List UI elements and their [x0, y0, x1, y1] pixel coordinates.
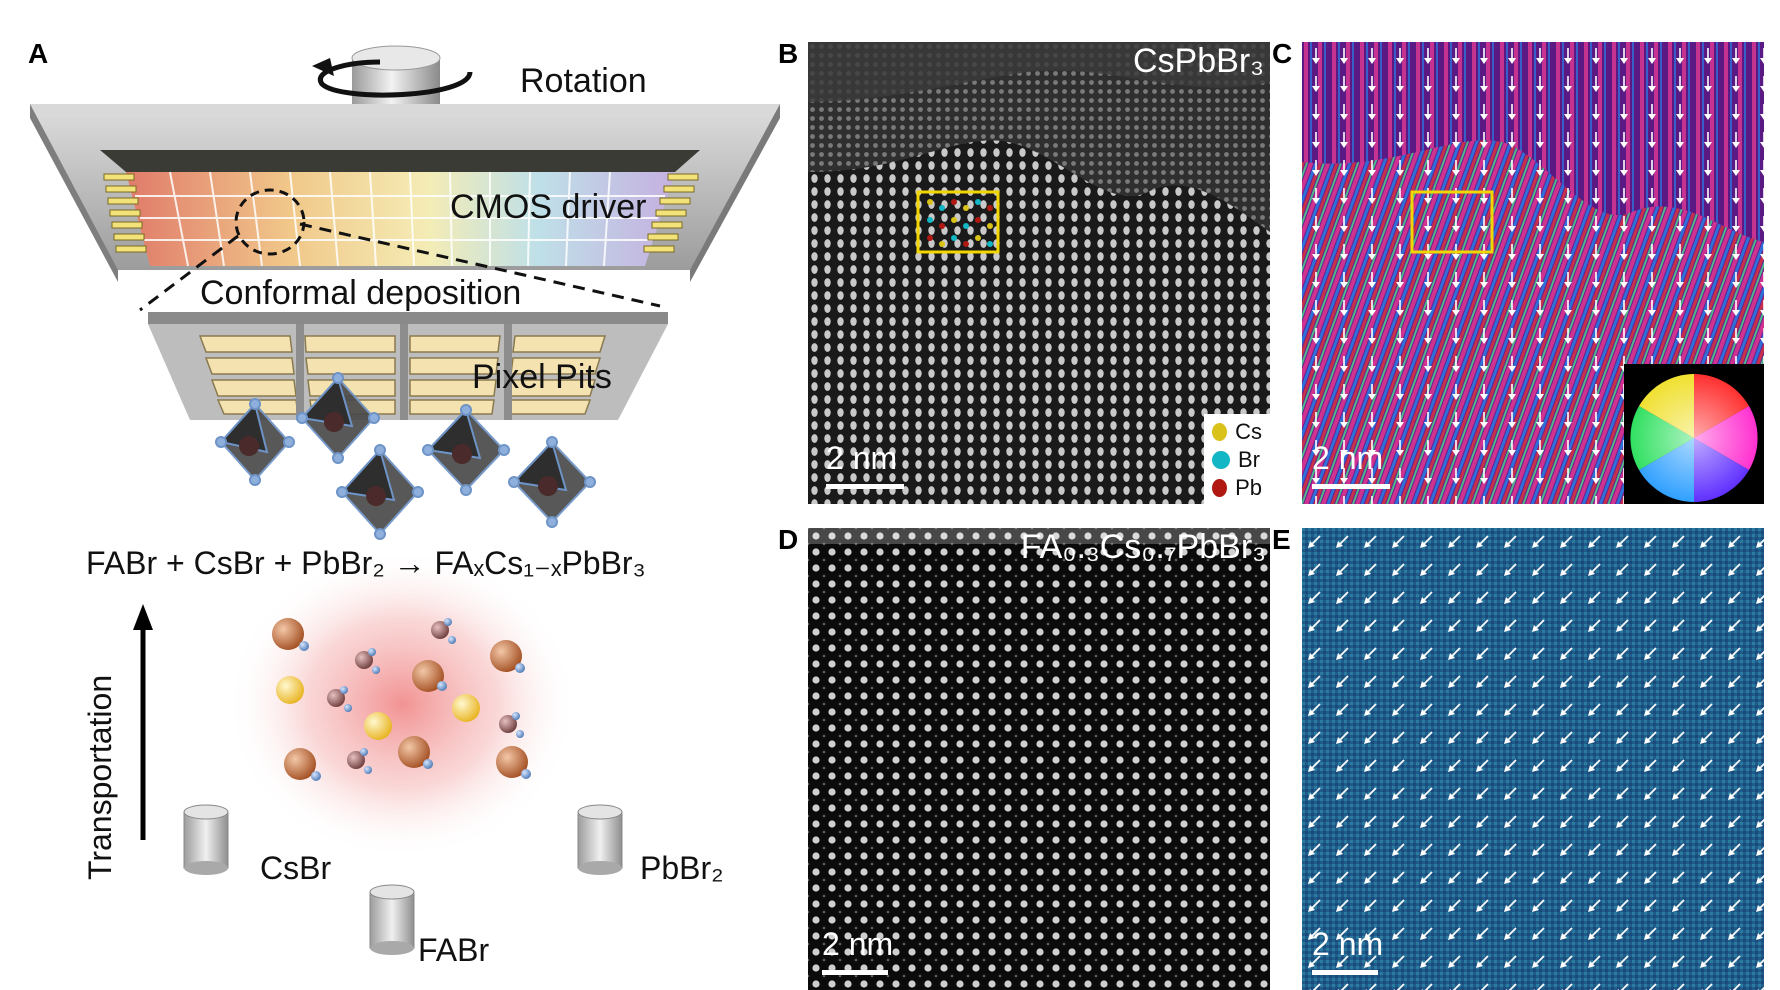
- stem-image-cspbbr3: CsPbBr₃ 2 nm Cs Br Pb: [808, 42, 1270, 504]
- legend-item-pb: Pb: [1212, 474, 1262, 502]
- legend-swatch-cs: [1212, 423, 1228, 441]
- panel-d-scale-label: 2 nm: [822, 926, 894, 962]
- polarization-map-fa-cs-pbbr3: 2 nm: [1302, 528, 1764, 990]
- pixel-pits-plate: [148, 312, 668, 420]
- panel-d-title: FA₀.₃Cs₀.₇PbBr₃: [1020, 528, 1266, 566]
- reaction-equation: FABr + CsBr + PbBr₂ → FAₓCs₁₋ₓPbBr₃: [86, 545, 646, 581]
- panel-b-scale-label: 2 nm: [826, 440, 898, 476]
- source-csbr-label: CsBr: [260, 850, 332, 886]
- panel-d-scalebar: 2 nm: [822, 926, 912, 978]
- panel-c-scale-label: 2 nm: [1312, 440, 1384, 476]
- panel-b-title: CsPbBr₃: [1133, 42, 1264, 80]
- panel-e-scalebar: 2 nm: [1312, 926, 1402, 978]
- scale-bar-line: [1312, 970, 1378, 975]
- color-wheel-icon: [1624, 364, 1764, 504]
- panel-b-label: B: [778, 38, 799, 69]
- panel-d-label: D: [778, 524, 799, 555]
- source-pbbr2-label: PbBr₂: [640, 850, 724, 886]
- cmos-driver-label: CMOS driver: [450, 188, 647, 226]
- legend-swatch-br: [1212, 451, 1230, 469]
- scale-bar-line: [822, 970, 888, 975]
- deposition-schematic: [30, 45, 780, 955]
- source-crucibles: [183, 804, 623, 955]
- legend-item-br: Br: [1212, 446, 1262, 474]
- scale-bar-line: [1312, 484, 1390, 489]
- atom-legend: Cs Br Pb: [1204, 414, 1270, 504]
- polarization-map-cspbbr3: 2 nm: [1302, 42, 1764, 504]
- panel-e-label: E: [1272, 524, 1291, 555]
- domain-box: [1410, 190, 1494, 254]
- legend-item-cs: Cs: [1212, 418, 1262, 446]
- panel-e-scale-label: 2 nm: [1312, 926, 1384, 962]
- legend-swatch-pb: [1212, 479, 1228, 497]
- scale-bar-line: [826, 484, 904, 489]
- rotation-label: Rotation: [520, 62, 647, 100]
- vapor-cloud: [227, 549, 577, 859]
- transportation-label: Transportation: [82, 674, 118, 880]
- panel-c-scalebar: 2 nm: [1312, 440, 1402, 492]
- conformal-deposition-label: Conformal deposition: [200, 274, 522, 312]
- source-fabr-label: FABr: [418, 932, 490, 968]
- cmos-driver-chip: [100, 150, 700, 267]
- perovskite-octahedra: [215, 372, 596, 540]
- unit-cell-box: [916, 190, 1000, 254]
- panel-a-label: A: [28, 38, 49, 69]
- pixel-pits-label: Pixel Pits: [472, 358, 612, 396]
- panel-a: A: [0, 0, 790, 990]
- stem-image-fa-cs-pbbr3: FA₀.₃Cs₀.₇PbBr₃ 2 nm: [808, 528, 1270, 990]
- panel-c-label: C: [1272, 38, 1293, 69]
- panel-b-scalebar: 2 nm: [826, 440, 916, 492]
